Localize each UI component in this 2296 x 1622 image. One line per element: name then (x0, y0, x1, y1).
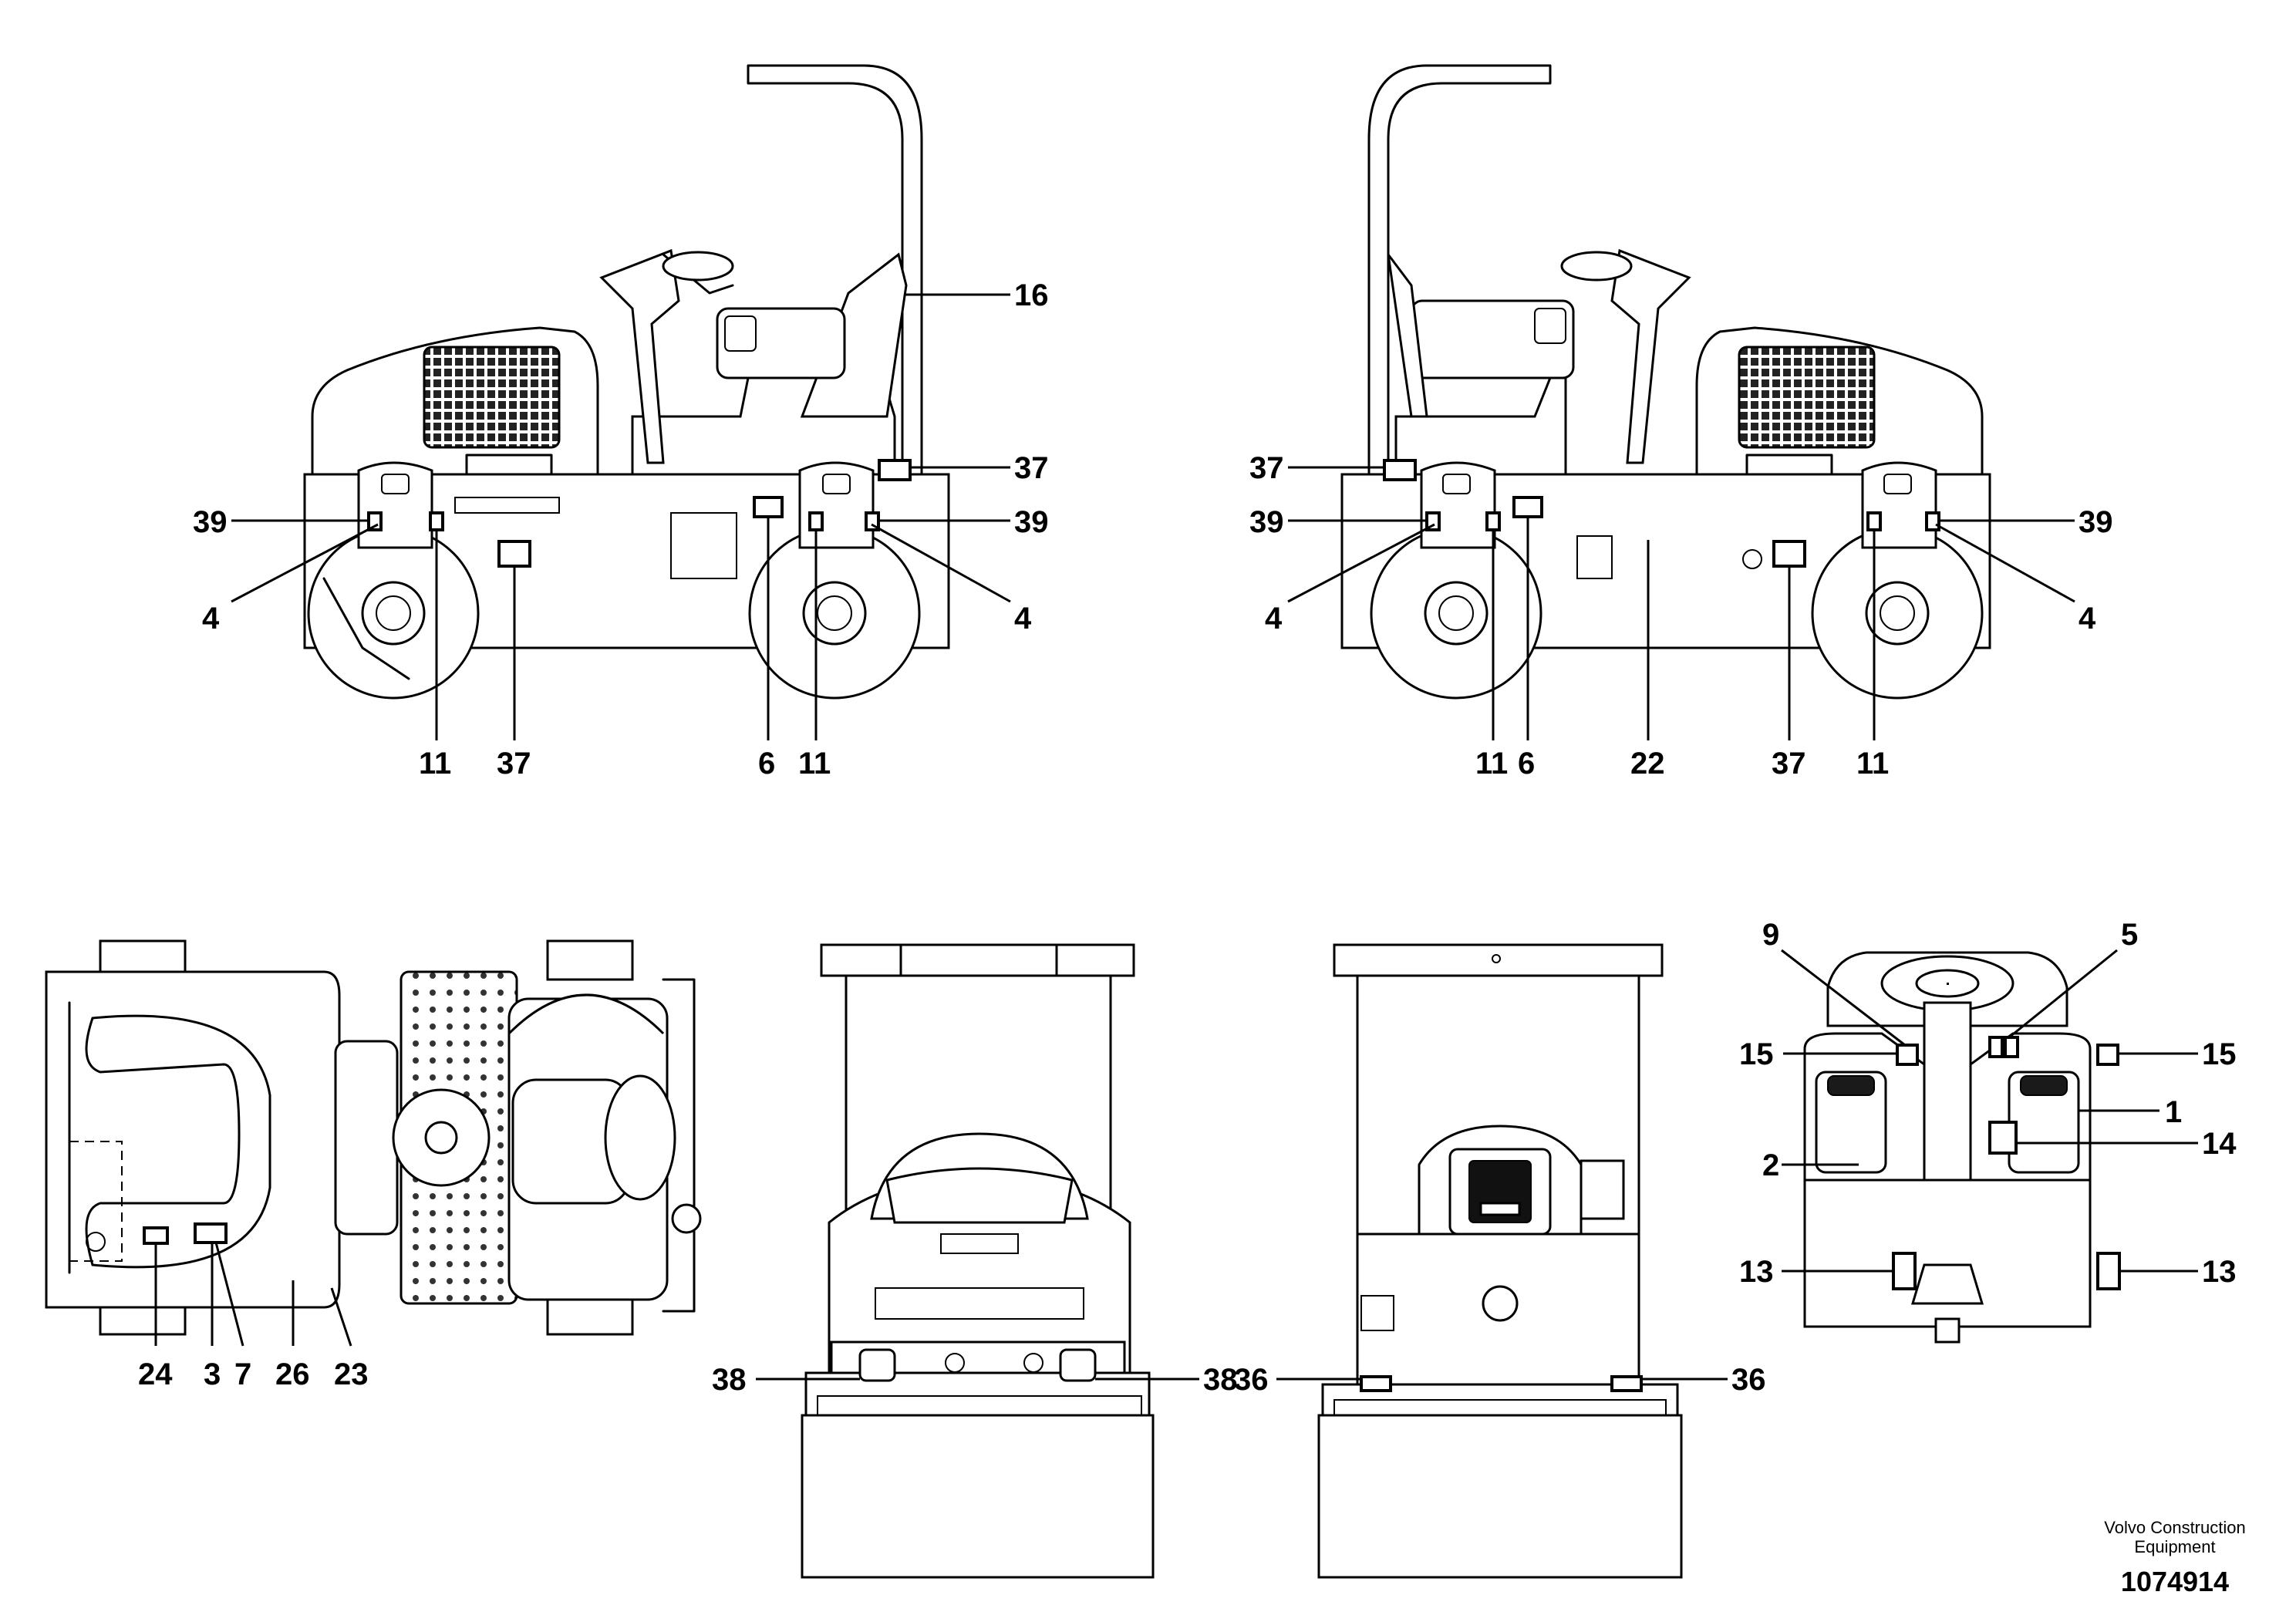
callout-37: 37 (1014, 451, 1049, 485)
callout-11: 11 (1856, 747, 1889, 781)
part-number: 1074914 (2121, 1566, 2229, 1597)
engine-grille (1738, 346, 1876, 449)
callout-2: 2 (1762, 1148, 1779, 1182)
callout-36: 36 (1731, 1363, 1766, 1397)
callout-4: 4 (1265, 602, 1283, 636)
brand-line-1: Volvo Construction (2104, 1518, 2245, 1537)
callout-13: 13 (2202, 1255, 2237, 1289)
callout-39: 39 (193, 505, 228, 539)
callout-11: 11 (798, 747, 831, 781)
callout-11: 11 (1475, 747, 1508, 781)
callout-11: 11 (419, 747, 451, 781)
callout-39: 39 (1014, 505, 1049, 539)
footer: Volvo Construction Equipment 1074914 (2104, 1518, 2245, 1597)
callout-6: 6 (1518, 747, 1535, 781)
front-view (801, 943, 1155, 1579)
rear-view (1317, 943, 1683, 1579)
callout-4: 4 (2079, 602, 2096, 636)
callout-39: 39 (1249, 505, 1284, 539)
callout-13: 13 (1739, 1255, 1774, 1289)
callout-37: 37 (1249, 451, 1284, 485)
callout-39: 39 (2079, 505, 2113, 539)
left-side-view (303, 64, 950, 700)
callout-3: 3 (204, 1357, 221, 1391)
engine-grille (423, 346, 561, 449)
callout-labels: 16 37 39 39 4 4 11 37 6 11 37 39 4 11 6 … (138, 278, 2237, 1397)
callout-22: 22 (1630, 747, 1665, 781)
callout-37: 37 (1772, 747, 1806, 781)
callout-15: 15 (2202, 1037, 2237, 1071)
callout-5: 5 (2121, 918, 2138, 952)
right-side-view (1340, 64, 1991, 700)
callout-16: 16 (1014, 278, 1049, 312)
callout-26: 26 (275, 1357, 310, 1391)
callout-9: 9 (1762, 918, 1779, 952)
callout-38: 38 (1203, 1363, 1238, 1397)
top-view (45, 939, 702, 1336)
callout-23: 23 (334, 1357, 369, 1391)
callout-7: 7 (234, 1357, 251, 1391)
callout-38: 38 (712, 1363, 747, 1397)
callout-37: 37 (497, 747, 531, 781)
operator-console-view (1803, 951, 2121, 1344)
brand-line-2: Equipment (2134, 1537, 2215, 1556)
callout-14: 14 (2202, 1127, 2237, 1161)
callout-1: 1 (2165, 1095, 2182, 1129)
callout-15: 15 (1739, 1037, 1774, 1071)
callout-4: 4 (202, 602, 220, 636)
callout-6: 6 (758, 747, 775, 781)
callout-36: 36 (1234, 1363, 1269, 1397)
leader-lines (154, 293, 2198, 1381)
callout-24: 24 (138, 1357, 173, 1391)
callout-4: 4 (1014, 602, 1032, 636)
